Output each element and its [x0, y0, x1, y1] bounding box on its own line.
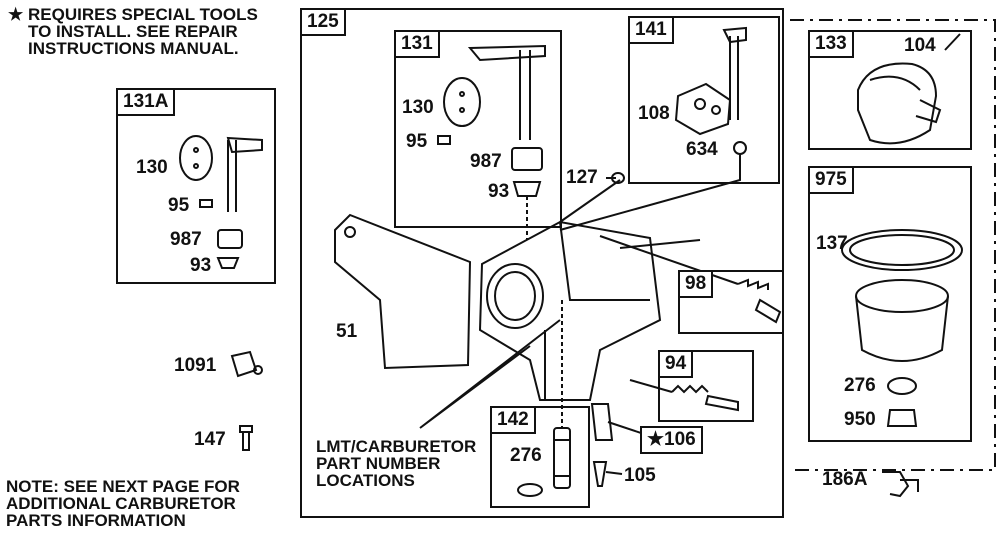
kit-131-label: 131	[394, 30, 440, 58]
kit-975-label: 975	[808, 166, 854, 194]
spring-screw-98	[599, 235, 782, 324]
lmt-leader-lines	[419, 319, 561, 429]
nozzle-142	[517, 300, 571, 497]
star-icon: ★	[8, 5, 24, 24]
part-93-b: 93	[488, 181, 510, 202]
part-276-b: 276	[510, 445, 542, 466]
kit-142-box	[490, 406, 590, 508]
elbow-186a	[882, 471, 919, 498]
kit-133-label: 133	[808, 30, 854, 58]
spring-screw-94	[629, 379, 739, 412]
part-95-a: 95	[168, 195, 190, 216]
part-106: ★106	[640, 426, 703, 454]
part-987-b: 987	[470, 151, 502, 172]
special-tools-line-3: INSTRUCTIONS MANUAL.	[28, 39, 239, 58]
needle-105	[592, 461, 623, 487]
kit-142-label: 142	[490, 406, 536, 434]
part-147: 147	[194, 429, 226, 450]
kit-975-box	[808, 166, 972, 442]
next-page-line-2: ADDITIONAL CARBURETOR	[6, 494, 236, 513]
kit-125-dashed-boundary	[790, 19, 996, 471]
part-186a: 186A	[822, 469, 868, 490]
kit-133-box	[808, 30, 972, 150]
kit-98-label: 98	[678, 270, 714, 298]
screw-147	[239, 425, 253, 451]
part-51: 51	[336, 321, 358, 342]
part-130-b: 130	[402, 97, 434, 118]
lmt-line-3: LOCATIONS	[316, 471, 415, 490]
float-bowl-975	[841, 229, 963, 427]
part-93-a: 93	[190, 255, 212, 276]
part-137: 137	[816, 233, 848, 254]
throttle-plate-131a	[179, 135, 263, 269]
kit-131a-box	[116, 88, 276, 284]
kit-98-box	[678, 270, 784, 334]
part-1091: 1091	[174, 355, 217, 376]
part-276-a: 276	[844, 375, 876, 396]
part-634: 634	[686, 139, 718, 160]
part-950: 950	[844, 409, 876, 430]
throttle-plate-131	[437, 44, 546, 240]
lmt-line-2: PART NUMBER	[316, 454, 441, 473]
kit-94-label: 94	[658, 350, 694, 378]
part-130-a: 130	[136, 157, 168, 178]
float-133	[857, 33, 961, 145]
kit-141-box	[628, 16, 780, 184]
next-page-line-1: NOTE: SEE NEXT PAGE FOR	[6, 477, 240, 496]
carburetor-body	[478, 179, 701, 401]
fitting-1091	[230, 350, 263, 378]
special-tools-line-1: REQUIRES SPECIAL TOOLS	[27, 5, 258, 24]
choke-plate-141	[559, 26, 747, 231]
special-tools-line-2: TO INSTALL. SEE REPAIR	[28, 22, 238, 41]
kit-141-label: 141	[628, 16, 674, 44]
special-tools-note: ★ REQUIRES SPECIAL TOOLS TO INSTALL. SEE…	[8, 6, 258, 57]
part-987-a: 987	[170, 229, 202, 250]
part-108: 108	[638, 103, 670, 124]
kit-131-box	[394, 30, 562, 228]
kit-125-box	[300, 8, 784, 518]
lmt-line-1: LMT/CARBURETOR	[316, 437, 477, 456]
bracket-51	[334, 213, 472, 370]
plug-127	[611, 172, 625, 184]
part-95-b: 95	[406, 131, 428, 152]
part-127: 127	[566, 167, 598, 188]
lmt-note: LMT/CARBURETOR PART NUMBER LOCATIONS	[316, 438, 476, 489]
part-104: 104	[904, 35, 936, 56]
kit-131a-label: 131A	[116, 88, 176, 116]
part-105: 105	[624, 465, 656, 486]
next-page-note: NOTE: SEE NEXT PAGE FOR ADDITIONAL CARBU…	[6, 478, 240, 529]
kit-125-label: 125	[300, 8, 346, 36]
next-page-line-3: PARTS INFORMATION	[6, 511, 186, 530]
kit-94-box	[658, 350, 754, 422]
